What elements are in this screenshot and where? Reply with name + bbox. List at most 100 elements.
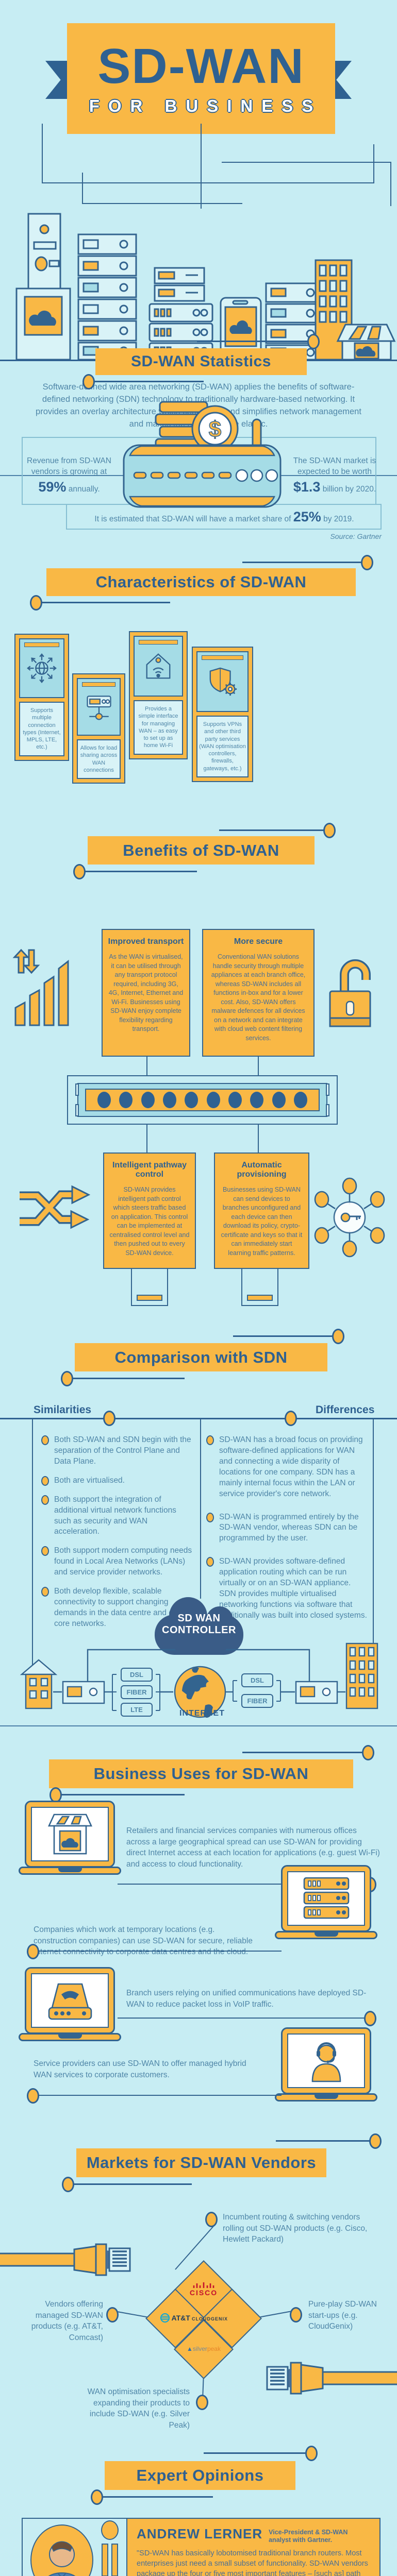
accent-dot — [332, 1329, 344, 1344]
globe-arrows-icon — [27, 653, 57, 683]
left-column-line — [32, 1419, 33, 1674]
expert-photo-panel — [22, 2518, 127, 2576]
accent-dot — [49, 1787, 62, 1803]
accent-line — [242, 562, 365, 563]
path-split-arrows-icon — [20, 1185, 90, 1229]
accent-dot — [103, 1411, 115, 1426]
cisco-logo: CISCO — [189, 2282, 218, 2297]
accent-line — [56, 1794, 185, 1795]
accent-dot — [62, 2177, 74, 2192]
accent-dot — [323, 823, 336, 838]
accent-dot — [290, 2307, 302, 2323]
router-coins-illustration: $ — [123, 401, 282, 508]
accent-line — [66, 1378, 185, 1379]
expert-quote: "SD-WAN has basically lobotomised tradit… — [137, 2549, 368, 2576]
comparison-rule — [0, 1418, 397, 1419]
house-wifi-icon — [146, 653, 171, 679]
accent-dot — [285, 1411, 297, 1426]
signal-bars-icon — [12, 948, 69, 1026]
list-item: Both support the integration of addition… — [41, 1495, 194, 1538]
shield-gear-icon — [209, 667, 237, 696]
key-hub-icon — [314, 1177, 385, 1258]
benefit-card: Automatic provisioning Businesses using … — [214, 1153, 309, 1269]
right-column-line — [373, 1419, 374, 1644]
list-item: Both develop flexible, scalable connecti… — [41, 1586, 194, 1630]
accent-dot — [196, 2395, 208, 2410]
stat-market-value: $1.3 — [293, 479, 321, 495]
accent-dot — [30, 595, 42, 611]
accent-dot — [27, 2088, 39, 2104]
characteristic-card: Supports multiple connection types (Inte… — [14, 634, 69, 761]
voip-laptop-icon — [19, 1967, 121, 2041]
bullet-icon — [206, 1557, 214, 1567]
support-laptop-icon — [275, 2027, 377, 2102]
link-label-fiber-right: FIBER — [241, 1694, 273, 1708]
list-item: SD-WAN has a broad focus on providing so… — [206, 1435, 367, 1500]
accent-line — [78, 871, 197, 872]
expert-name: ANDREW LERNER — [137, 2526, 263, 2541]
stat-revenue: Revenue from SD-WAN vendors is growing a… — [27, 456, 111, 495]
accent-line — [219, 829, 327, 831]
sdwan-controller-cloud: SD WAN CONTROLLER — [155, 1597, 243, 1655]
bullet-icon — [41, 1546, 49, 1556]
list-item: SD-WAN is programmed entirely by the SD-… — [206, 1512, 367, 1545]
link-label-dsl-right: DSL — [241, 1673, 273, 1687]
accent-dot — [91, 2489, 103, 2505]
accent-line — [88, 381, 204, 382]
ethernet-cable-icon — [266, 2362, 397, 2395]
accent-dot — [307, 334, 320, 349]
benefit-card: Intelligent pathway control SD-WAN provi… — [103, 1153, 196, 1269]
accent-line — [276, 2140, 375, 2142]
storefront-laptop-icon — [19, 1801, 121, 1875]
bullet-icon — [41, 1435, 49, 1445]
accent-dot — [73, 864, 86, 879]
bullet-icon — [41, 1476, 49, 1486]
title-box: SD-WAN FOR BUSINESS — [67, 23, 335, 134]
characteristic-card: Provides a simple interface for managing… — [129, 631, 188, 759]
section-header-characteristics: Characteristics of SD-WAN — [46, 568, 356, 596]
accent-line — [97, 2496, 213, 2498]
cable-connector — [131, 1269, 168, 1306]
server-strip — [67, 1075, 338, 1125]
link-label-fiber: FIBER — [121, 1685, 153, 1699]
ethernet-cable-icon — [0, 2243, 131, 2276]
bullet-icon — [206, 1435, 214, 1445]
page-subtitle: FOR BUSINESS — [89, 96, 322, 115]
accent-line — [68, 2183, 192, 2185]
differences-list: SD-WAN has a broad focus on providing so… — [206, 1435, 367, 1630]
photo-decor — [101, 2520, 119, 2576]
list-item: Both SD-WAN and SDN begin with the separ… — [41, 1435, 194, 1467]
bullet-icon — [206, 1512, 214, 1522]
expert-photo — [30, 2524, 93, 2576]
section-header-markets: Markets for SD-WAN Vendors — [76, 2148, 326, 2177]
section-header-business-uses: Business Uses for SD-WAN — [49, 1759, 353, 1788]
similarities-list: Both SD-WAN and SDN begin with the separ… — [41, 1435, 194, 1638]
section-header-benefits: Benefits of SD-WAN — [88, 836, 315, 865]
business-use-text: Service providers can use SD-WAN to offe… — [34, 2059, 246, 2079]
servers-laptop-icon — [275, 1865, 377, 1939]
accent-dot — [364, 2011, 376, 2026]
business-use-text: Companies which work at temporary locati… — [34, 1925, 253, 1957]
att-logo: AT&T — [150, 2313, 201, 2323]
accent-dot — [369, 2133, 382, 2149]
section-header-comparison: Comparison with SDN — [75, 1343, 327, 1371]
accent-line — [41, 602, 170, 603]
person-portrait-icon — [48, 2541, 76, 2576]
connector-line — [35, 1951, 282, 1952]
stat-share-value: 25% — [293, 509, 321, 524]
section-header-statistics: SD-WAN Statistics — [95, 348, 307, 375]
svg-text:$: $ — [209, 417, 221, 442]
business-use-text: Branch users relying on unified communic… — [126, 1989, 367, 2009]
accent-line — [242, 1752, 367, 1753]
stat-market: The SD-WAN market is expected to be wort… — [293, 456, 376, 495]
link-label-dsl: DSL — [121, 1668, 153, 1682]
market-label: Pure-play SD-WAN start-ups (e.g. CloudGe… — [308, 2300, 377, 2331]
market-label: Vendors offering managed SD-WAN products… — [31, 2300, 103, 2343]
characteristic-card: Supports VPNs and other third party serv… — [192, 647, 253, 783]
section-divider — [0, 1725, 397, 1726]
server-icon — [86, 696, 111, 720]
connector-line — [118, 1884, 367, 1885]
list-item: Both are virtualised. — [41, 1476, 194, 1486]
